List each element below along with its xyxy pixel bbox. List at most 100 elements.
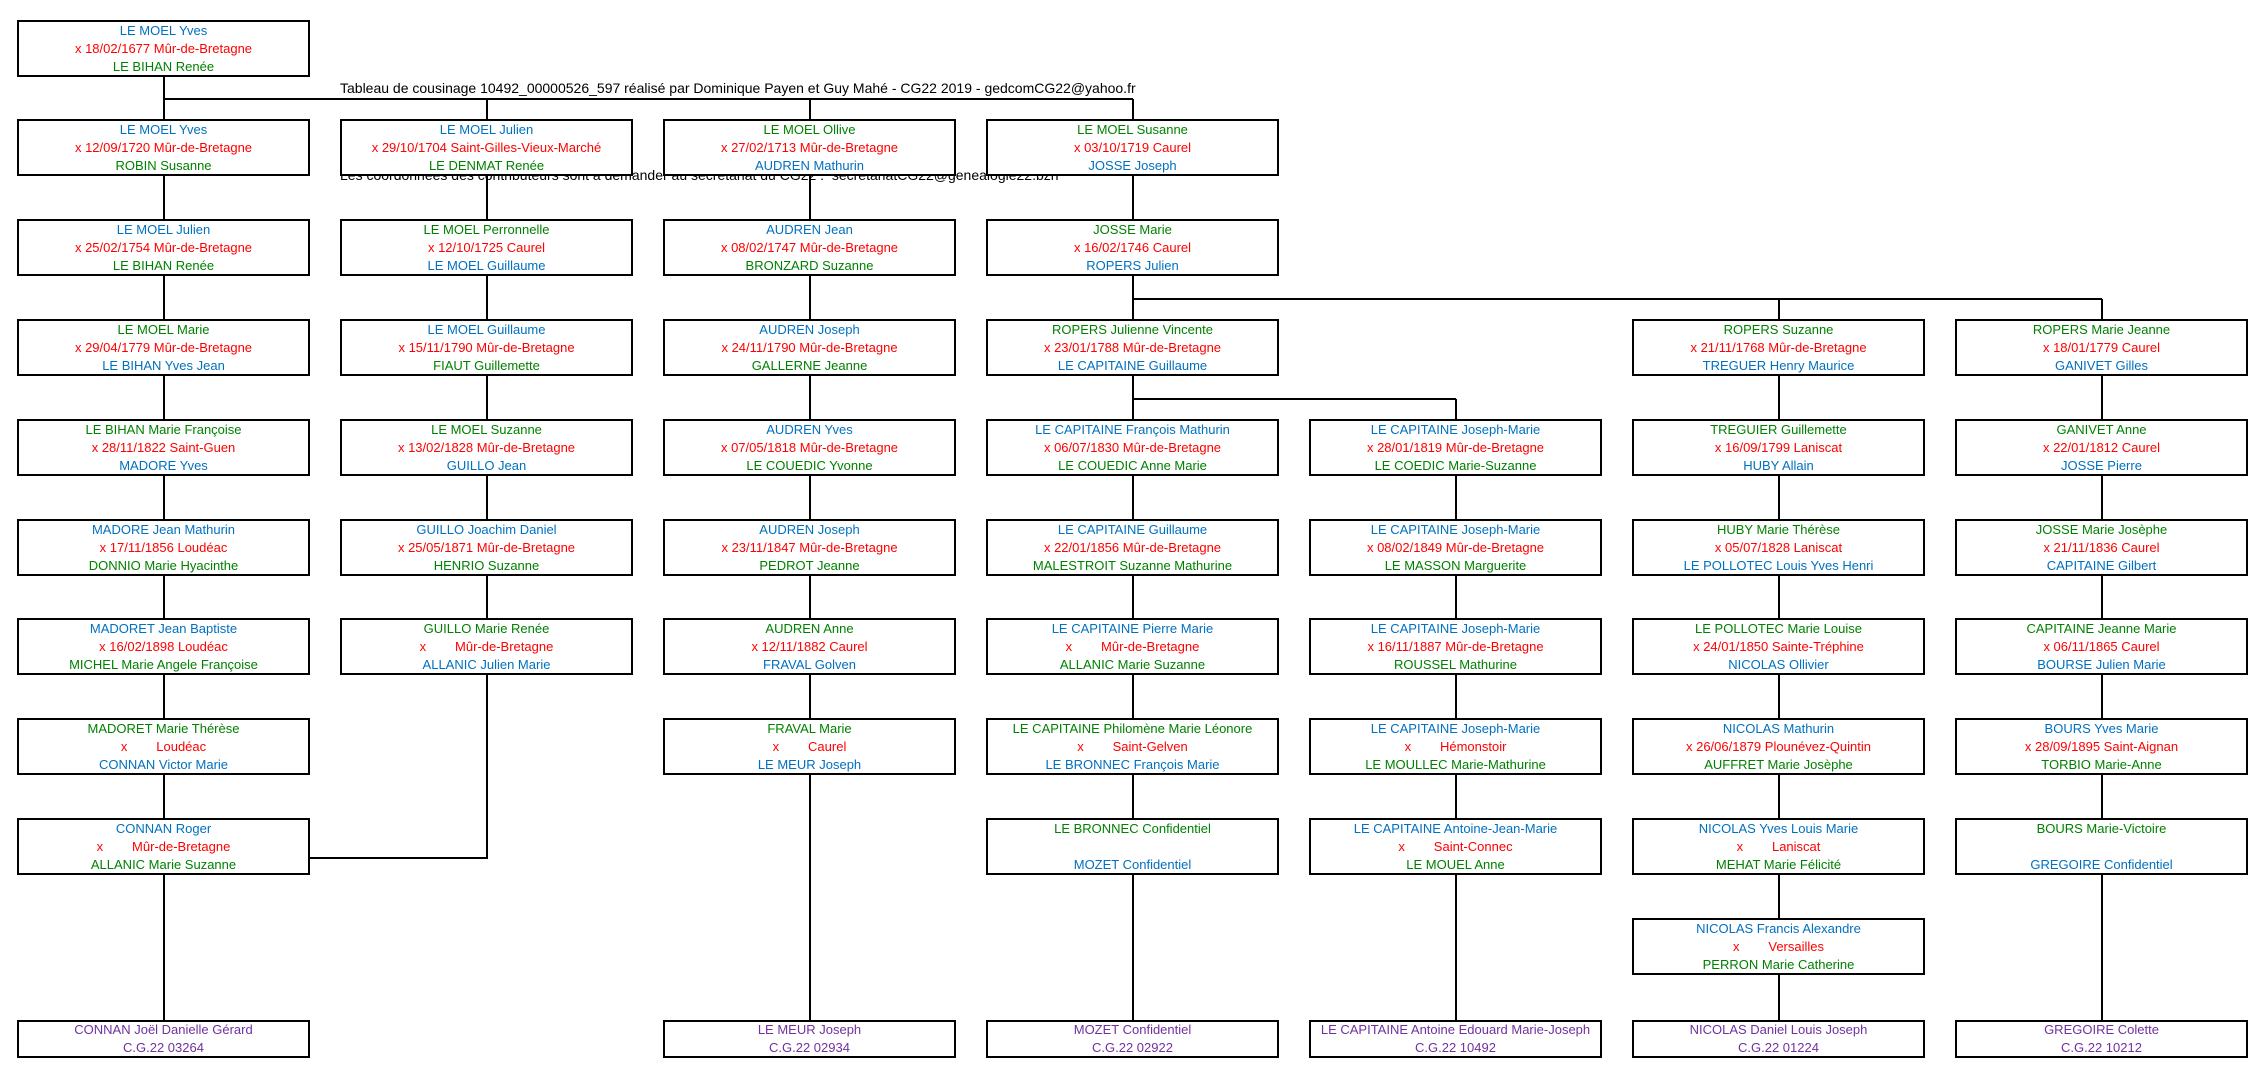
person-name: NICOLAS Francis Alexandre (1696, 920, 1861, 936)
person-name: ROPERS Julienne Vincente (1052, 321, 1213, 337)
connector-line (162, 77, 165, 99)
connector-line (1777, 775, 1780, 818)
person-name: LE MOEL Guillaume (427, 321, 546, 337)
person-name: TREGUER Henry Maurice (1702, 357, 1855, 373)
marriage-info: x 27/02/1713 Mûr-de-Bretagne (720, 139, 899, 155)
connector-line (485, 176, 488, 219)
connector-line (1777, 675, 1780, 718)
connector-line (162, 376, 165, 419)
connector-line (162, 675, 165, 718)
cg22-code: C.G.22 01224 (1738, 1040, 1819, 1055)
person-name: NICOLAS Ollivier (1728, 656, 1829, 672)
connector-line (808, 576, 811, 618)
connector-line (1454, 399, 1457, 419)
marriage-info: x 06/11/1865 Caurel (2043, 638, 2160, 654)
person-name: ROPERS Julien (1086, 257, 1179, 273)
marriage-info: x Mûr-de-Bretagne (419, 638, 554, 654)
cousin-name: LE CAPITAINE Antoine Edouard Marie-Josep… (1320, 1022, 1591, 1037)
marriage-info: x Versailles (1732, 938, 1825, 954)
person-name: NICOLAS Mathurin (1722, 720, 1835, 736)
connector-line (1131, 675, 1134, 718)
connector-line (808, 675, 811, 718)
person-name: ROPERS Marie Jeanne (2032, 321, 2171, 337)
connector-line (485, 99, 488, 119)
couple-box: LE BIHAN Marie Françoise x 28/11/1822 Sai… (17, 419, 310, 476)
connector-line (162, 875, 165, 1020)
person-name: LE CAPITAINE Pierre Marie (1051, 620, 1214, 636)
connector-line (808, 476, 811, 519)
marriage-info: x 26/06/1879 Plounévez-Quintin (1685, 738, 1871, 754)
connector-line (162, 576, 165, 618)
connector-line (485, 675, 488, 858)
person-name: JOSSE Joseph (1088, 157, 1177, 173)
person-name: LE MOEL Suzanne (431, 421, 542, 437)
connector-line (1131, 399, 1134, 419)
person-name: LE MOEL Guillaume (427, 257, 546, 273)
person-name: LE BIHAN Marie Françoise (85, 421, 242, 437)
cg22-code: C.G.22 10492 (1415, 1040, 1496, 1055)
cousin-name: GREGOIRE Colette (2044, 1022, 2159, 1037)
marriage-info: x 28/11/1822 Saint-Guen (91, 439, 236, 455)
marriage-info: x Caurel (772, 738, 847, 754)
person-name: LE MOEL Julien (439, 121, 534, 137)
person-name: LE BIHAN Renée (112, 257, 215, 273)
person-name: AUDREN Mathurin (754, 157, 865, 173)
cousin-name: CONNAN Joël Danielle Gérard (74, 1022, 253, 1037)
person-name: LE BIHAN Renée (112, 58, 215, 74)
person-name: AUDREN Yves (766, 421, 853, 437)
person-name: LE CAPITAINE Guillaume (1057, 357, 1208, 373)
person-name: CAPITAINE Gilbert (2046, 557, 2157, 573)
person-name: LE CAPITAINE Joseph-Marie (1370, 720, 1541, 736)
person-name: JOSSE Pierre (2061, 457, 2142, 473)
person-name: GALLERNE Jeanne (751, 357, 868, 373)
connector-line (2100, 875, 2103, 1020)
person-name: LE MOUEL Anne (1406, 856, 1505, 872)
connector-line (808, 276, 811, 319)
person-name: LE MOEL Susanne (1077, 121, 1188, 137)
marriage-info: x 08/02/1747 Mûr-de-Bretagne (720, 239, 899, 255)
marriage-info: x 16/11/1887 Mûr-de-Bretagne (1367, 638, 1544, 654)
connector-line (1131, 576, 1134, 618)
person-name: MOZET Confidentiel (1073, 856, 1192, 872)
marriage-info: x Mûr-de-Bretagne (96, 838, 231, 854)
connector-line (2100, 775, 2103, 818)
connector-line (2100, 675, 2103, 718)
person-name: BOURSE Julien Marie (2037, 656, 2166, 672)
connector-line (808, 376, 811, 419)
marriage-info: x 25/05/1871 Mûr-de-Bretagne (397, 539, 576, 555)
connector-line (1131, 276, 1134, 299)
connector-line (1777, 376, 1780, 419)
connector-line (1777, 875, 1780, 918)
person-name: LE CAPITAINE Joseph-Marie (1370, 521, 1541, 537)
person-name: CONNAN Roger (115, 820, 212, 836)
connector-line (163, 98, 1133, 100)
connector-line (1132, 398, 1456, 400)
cg22-code: C.G.22 02922 (1092, 1040, 1173, 1055)
connector-line (1131, 299, 1134, 319)
person-name: MALESTROIT Suzanne Mathurine (1032, 557, 1233, 573)
person-name: LE MOEL Perronnelle (423, 221, 550, 237)
person-name: JOSSE Marie (1093, 221, 1172, 237)
person-name: LE POLLOTEC Marie Louise (1695, 620, 1862, 636)
person-name: LE CAPITAINE Guillaume (1057, 521, 1208, 537)
person-name: AUDREN Joseph (759, 521, 860, 537)
person-name: ROUSSEL Mathurine (1393, 656, 1518, 672)
person-name: LE COUEDIC Yvonne (746, 457, 873, 473)
person-name: LE BRONNEC François Marie (1045, 756, 1220, 772)
